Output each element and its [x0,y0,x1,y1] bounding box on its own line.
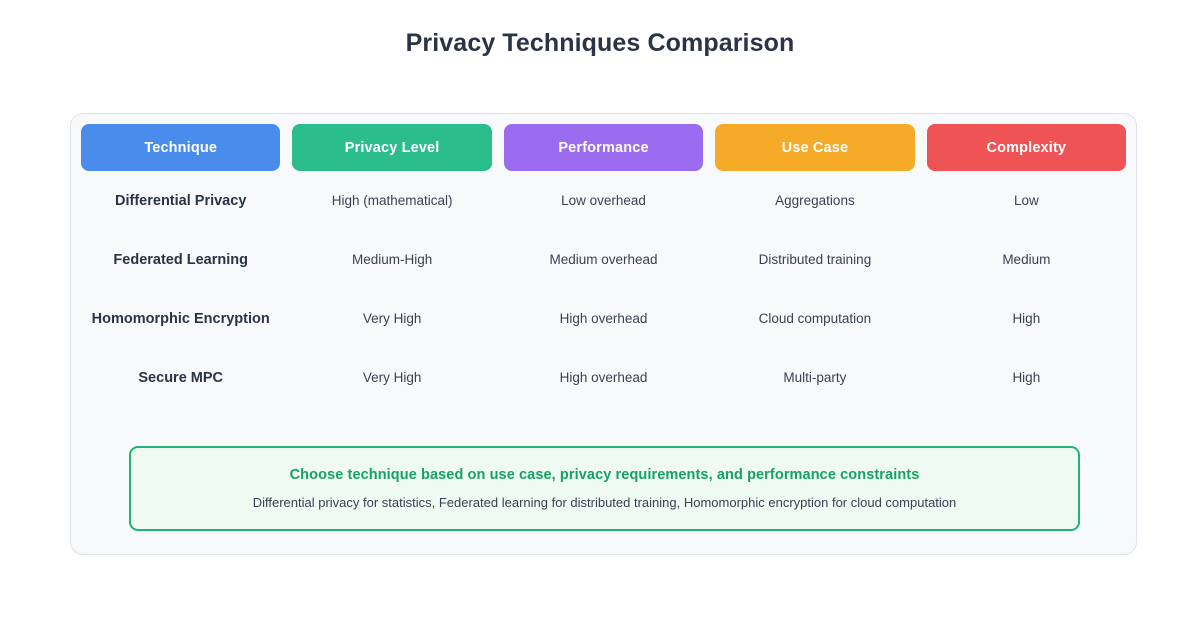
cell-complexity: Medium [1002,252,1051,267]
cell-technique: Homomorphic Encryption [91,310,270,327]
column-header-label: Use Case [781,139,849,156]
cell-use-case: Multi-party [783,370,847,385]
column-header-privacy-level[interactable]: Privacy Level [292,124,492,171]
column-header-label: Privacy Level [344,139,440,156]
cell-performance: High overhead [559,311,648,326]
cell-performance: Medium overhead [549,252,658,267]
column-header-technique[interactable]: Technique [81,124,281,171]
cell-complexity: High [1012,370,1041,385]
comparison-card: Technique Privacy Level Performance Use … [70,113,1137,555]
cell-performance: Low overhead [561,193,646,208]
cell-use-case: Cloud computation [758,311,872,326]
cell-performance: High overhead [559,370,648,385]
callout-title: Choose technique based on use case, priv… [289,467,920,483]
cell-technique: Differential Privacy [115,192,247,209]
cell-privacy-level: Very High [362,311,422,326]
cell-privacy-level: Medium-High [351,252,433,267]
table-row[interactable]: Secure MPC Very High High overhead Multi… [81,348,1126,407]
cell-privacy-level: High (mathematical) [331,193,453,208]
cell-technique: Secure MPC [138,369,224,386]
column-header-label: Technique [144,139,218,156]
column-header-performance[interactable]: Performance [503,124,704,171]
cell-complexity: High [1012,311,1041,326]
cell-privacy-level: Very High [362,370,422,385]
column-header-label: Complexity [986,139,1067,156]
comparison-table: Technique Privacy Level Performance Use … [71,114,1136,171]
column-header-label: Performance [558,139,649,156]
table-row[interactable]: Differential Privacy High (mathematical)… [81,171,1126,230]
column-header-complexity[interactable]: Complexity [926,124,1127,171]
table-header-row: Technique Privacy Level Performance Use … [81,124,1127,171]
recommendation-callout: Choose technique based on use case, priv… [129,446,1080,531]
cell-technique: Federated Learning [113,251,248,268]
cell-complexity: Low [1013,193,1039,208]
callout-subtitle: Differential privacy for statistics, Fed… [252,495,957,510]
cell-use-case: Aggregations [775,193,855,208]
column-header-use-case[interactable]: Use Case [715,124,915,171]
page-title: Privacy Techniques Comparison [405,29,795,57]
table-row[interactable]: Homomorphic Encryption Very High High ov… [81,289,1126,348]
cell-use-case: Distributed training [758,252,872,267]
table-row[interactable]: Federated Learning Medium-High Medium ov… [81,230,1126,289]
table-body: Differential Privacy High (mathematical)… [71,171,1136,407]
